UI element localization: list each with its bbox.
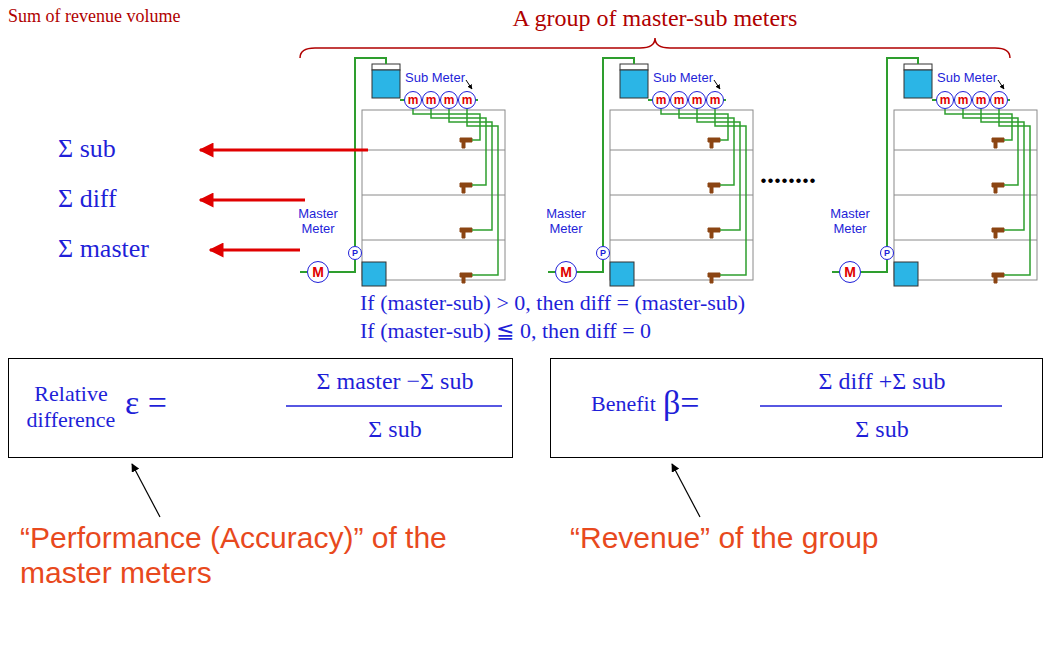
formula-text: Σ sub [287, 415, 503, 443]
pipe-connector [861, 260, 887, 272]
part-name: Sub Meter [653, 70, 713, 85]
meter-letter: m [426, 94, 437, 106]
floor-pipe [981, 109, 1024, 230]
meter-letter: m [408, 94, 419, 106]
note: “Revenue” of the group [570, 520, 879, 555]
riser-pipe [887, 58, 918, 246]
riser-pipe [355, 58, 386, 246]
group-heading: A group of master-sub meters [455, 4, 855, 32]
pointer-arrow [672, 464, 700, 517]
meter-letter: m [674, 94, 685, 106]
sub-meter: m [990, 91, 1008, 109]
part-name: Master Meter [286, 206, 350, 236]
formula-text: Σ sub [759, 415, 1005, 443]
condition: If (master-sub) > 0, then diff = (master… [360, 290, 745, 315]
sum-label: Σ master [58, 234, 149, 264]
meter-letter: m [958, 94, 969, 106]
part-name: Master Meter [818, 206, 882, 236]
sub-meter: m [706, 91, 724, 109]
formula-text: ε = [125, 383, 167, 423]
floor-pipe [715, 109, 746, 275]
formula-text: β= [663, 383, 699, 423]
meter-letter: m [444, 94, 455, 106]
master-meter: M [307, 261, 329, 283]
part-name: Sub Meter [937, 70, 997, 85]
meter-letter: m [976, 94, 987, 106]
building [894, 64, 1037, 286]
floor-pipe [431, 109, 486, 185]
master-meter: M [839, 261, 861, 283]
fraction-bar [760, 405, 1002, 407]
floor-pipe [449, 109, 492, 230]
leader-arrow [714, 80, 720, 89]
sub-meter: m [440, 91, 458, 109]
floor-pipe [467, 109, 498, 275]
supply-pipe [300, 271, 307, 273]
sub-meter: m [936, 91, 954, 109]
formula-box: Benefit β= Σ diff +Σ sub Σ sub [550, 358, 1043, 458]
meter-letter: m [462, 94, 473, 106]
sub-meter: m [652, 91, 670, 109]
sum-arrow [210, 249, 300, 252]
floor-pipe [999, 109, 1030, 275]
note: “Performance (Accuracy)” of the master m… [20, 520, 460, 590]
group-brace [300, 38, 1010, 58]
supply-pipe [832, 271, 839, 273]
building [362, 64, 505, 286]
meter-letter: m [710, 94, 721, 106]
supply-pipe [548, 271, 555, 273]
condition: If (master-sub) ≦ 0, then diff = 0 [360, 318, 651, 343]
riser-pipe [603, 58, 634, 246]
sum-arrow [200, 149, 368, 152]
part-name: Sub Meter [405, 70, 465, 85]
formula-text: Relative difference [19, 381, 123, 433]
sub-meter: m [954, 91, 972, 109]
meter-letter: m [940, 94, 951, 106]
meter-letter: M [312, 265, 324, 279]
part-name: Master Meter [534, 206, 598, 236]
floor-pipe [963, 109, 1018, 185]
pump: P [880, 246, 894, 260]
meter-letter: P [352, 249, 358, 258]
leader-arrow [998, 80, 1004, 89]
sub-meter: m [688, 91, 706, 109]
sub-meter: m [670, 91, 688, 109]
floor-pipe [945, 109, 1012, 140]
pipe-connector [577, 260, 603, 272]
pump: P [596, 246, 610, 260]
master-meter: M [555, 261, 577, 283]
sub-meter: m [972, 91, 990, 109]
pump: P [348, 246, 362, 260]
sub-meter: m [404, 91, 422, 109]
floor-pipe [661, 109, 728, 140]
fraction-bar [286, 405, 502, 407]
ellipsis: ........ [760, 158, 816, 190]
meter-letter: m [692, 94, 703, 106]
formula-box: Relative differenceε = Σ master −Σ sub Σ s… [8, 358, 513, 458]
sub-meter: m [422, 91, 440, 109]
meter-letter: m [994, 94, 1005, 106]
formula-text: Σ master −Σ sub [287, 367, 503, 395]
pipe-connector [329, 260, 355, 272]
sum-arrow [200, 199, 305, 202]
meter-letter: P [600, 249, 606, 258]
meter-letter: m [656, 94, 667, 106]
floor-pipe [679, 109, 734, 185]
axis-heading: Sum of revenue volume [8, 6, 180, 27]
formula-text: Benefit [591, 391, 656, 417]
meter-letter: P [884, 249, 890, 258]
sum-label: Σ diff [58, 184, 117, 214]
building [610, 64, 753, 286]
meter-letter: M [560, 265, 572, 279]
sub-meter: m [458, 91, 476, 109]
floor-pipe [413, 109, 480, 140]
sum-label: Σ sub [58, 134, 116, 164]
meter-letter: M [844, 265, 856, 279]
pointer-arrow [132, 464, 160, 517]
formula-text: Σ diff +Σ sub [759, 367, 1005, 395]
leader-arrow [466, 80, 472, 89]
floor-pipe [697, 109, 740, 230]
